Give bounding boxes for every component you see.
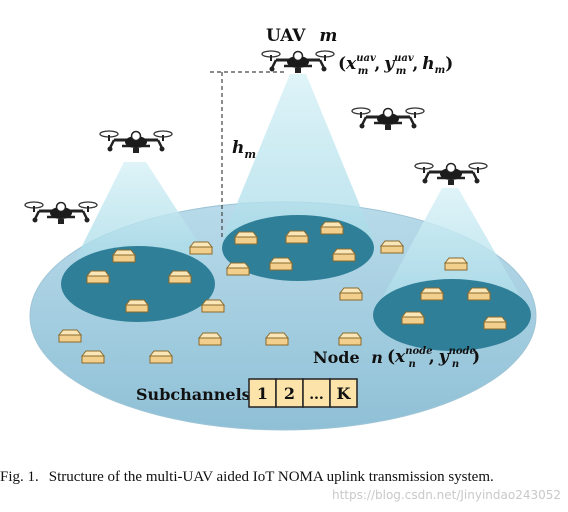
iot-device-icon — [401, 311, 425, 325]
caption-text: Structure of the multi-UAV aided IoT NOM… — [48, 469, 494, 485]
uav-icon — [98, 129, 174, 155]
uav-icon — [23, 200, 99, 226]
coverage-zone-right — [373, 279, 531, 351]
iot-device-icon — [86, 270, 110, 284]
subchannel-cell-2: 2 — [284, 384, 295, 403]
subchannel-cell — [329, 378, 358, 408]
uav-icon — [413, 161, 489, 187]
subchannel-cell — [248, 378, 277, 408]
subchannel-cell-k: K — [337, 384, 352, 403]
watermark: https://blog.csdn.net/Jinyindao243052 — [332, 488, 562, 502]
iot-device-icon — [483, 316, 507, 330]
height-label: hm — [232, 138, 256, 161]
iot-device-icon — [269, 257, 293, 271]
iot-device-icon — [189, 241, 213, 255]
subchannel-cell-ellipsis: ... — [309, 387, 324, 403]
caption-label: Fig. 1. — [0, 469, 39, 485]
iot-device-icon — [338, 332, 362, 346]
iot-device-icon — [332, 248, 356, 262]
iot-device-icon — [380, 240, 404, 254]
iot-device-icon — [467, 287, 491, 301]
iot-device-icon — [265, 332, 289, 346]
uav-beam-center — [222, 74, 374, 240]
iot-device-icon — [226, 262, 250, 276]
iot-device-icon — [201, 299, 225, 313]
uav-icon — [350, 106, 426, 132]
iot-device-icon — [320, 221, 344, 235]
node-label: Node n — [313, 348, 383, 367]
figure-caption: Fig. 1. Structure of the multi-UAV aided … — [0, 468, 566, 486]
iot-device-icon — [81, 350, 105, 364]
iot-device-icon — [58, 329, 82, 343]
subchannel-cell — [302, 378, 331, 408]
iot-device-icon — [420, 287, 444, 301]
iot-device-icon — [149, 350, 173, 364]
uav-label: UAV m — [266, 26, 337, 46]
uav-beam-right — [378, 188, 526, 306]
uav-beam-left — [76, 162, 208, 258]
subchannel-strip: 1 2 ... K — [248, 378, 358, 408]
subchannel-cell-1: 1 — [257, 384, 268, 403]
iot-device-icon — [285, 230, 309, 244]
iot-device-icon — [444, 257, 468, 271]
subchannels-label: Subchannels — [136, 385, 251, 404]
iot-device-icon — [339, 287, 363, 301]
iot-device-icon — [112, 249, 136, 263]
iot-device-icon — [125, 299, 149, 313]
iot-device-icon — [198, 332, 222, 346]
uav-icon — [260, 49, 336, 75]
coverage-zone-left — [61, 246, 215, 322]
iot-device-icon — [168, 270, 192, 284]
iot-device-icon — [234, 231, 258, 245]
